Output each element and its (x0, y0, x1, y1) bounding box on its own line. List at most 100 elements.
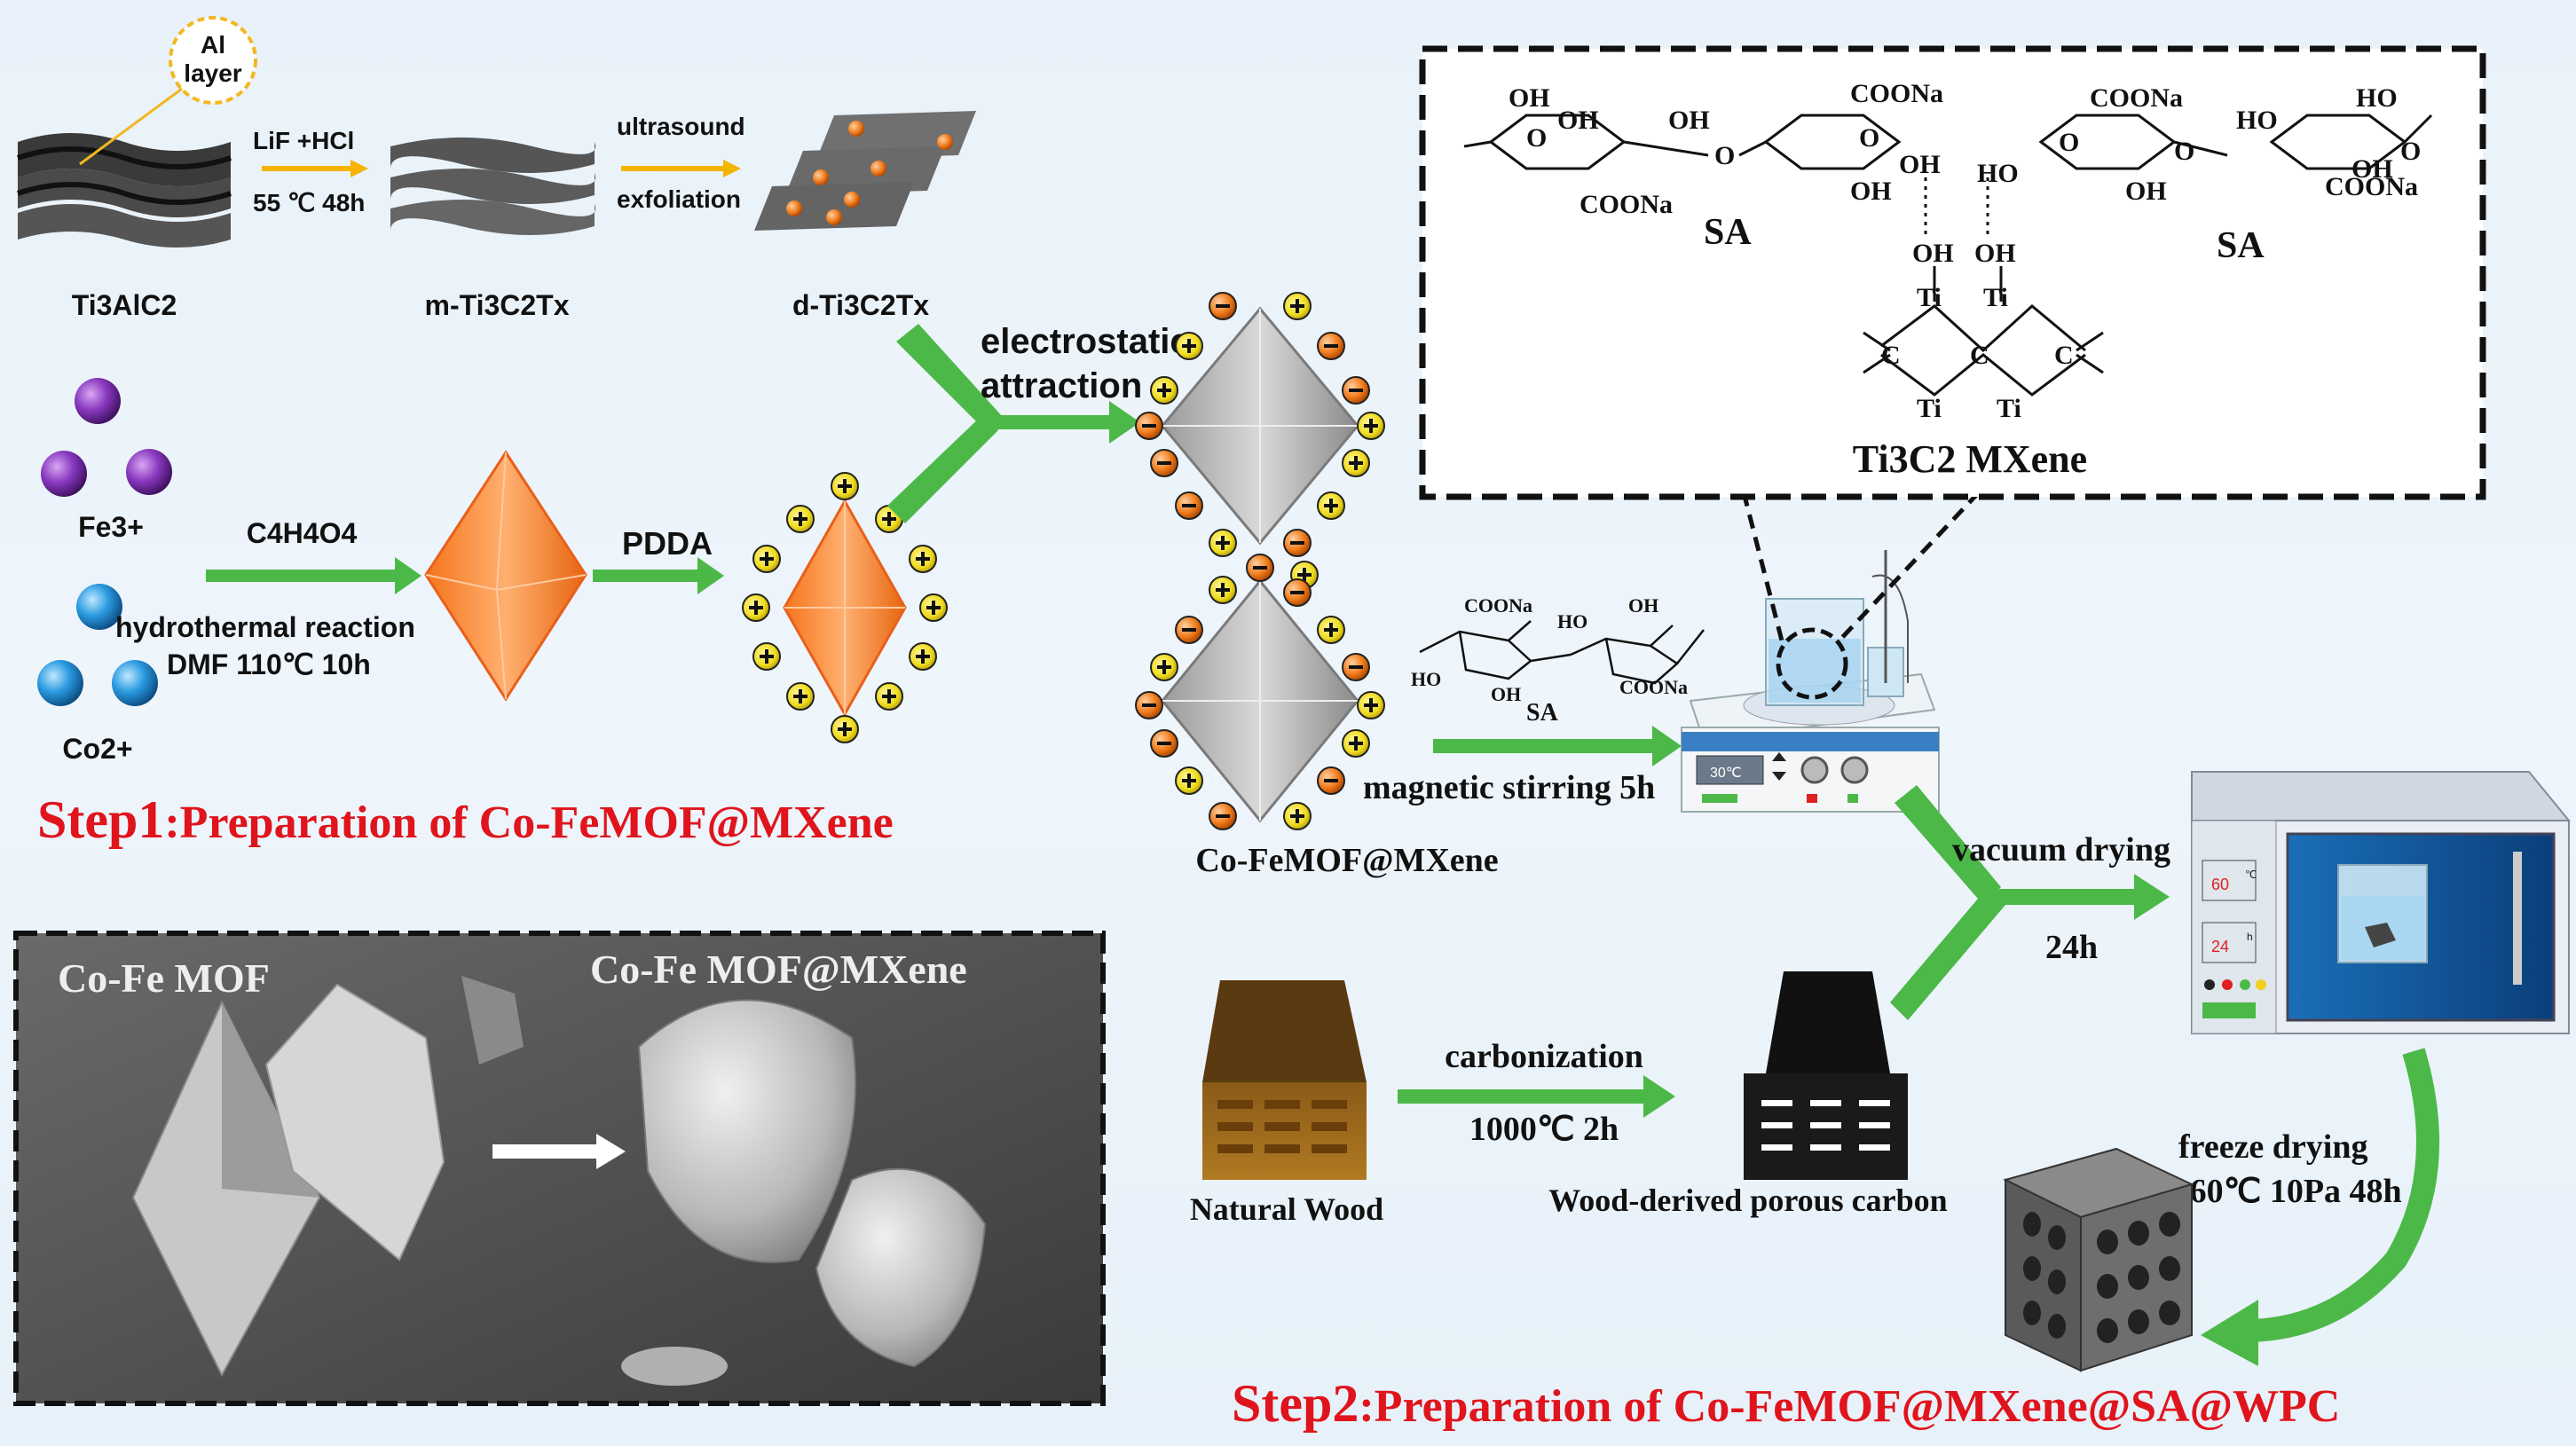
negative-charge (1150, 449, 1178, 477)
oxygen-atom-label: O (1714, 141, 1735, 170)
negative-charge (1317, 332, 1345, 360)
positive-charges (742, 472, 948, 743)
oh-group-label: HO (2356, 83, 2398, 113)
ti-atom-label: Ti (1917, 283, 1942, 312)
pdda-label: PDDA (622, 525, 713, 562)
small-sa-label: SA (1526, 699, 1559, 727)
fe-ions (41, 378, 172, 497)
al-layer-label-2: layer (184, 59, 241, 87)
step1-rest: :Preparation of Co-FeMOF@MXene (164, 798, 893, 848)
zoom-line-left (1741, 491, 1786, 648)
oxygen-atom-label: O (2400, 137, 2421, 166)
negative-charge (1135, 691, 1163, 719)
positive-charge (831, 715, 859, 743)
sa-chain-bonds (1463, 114, 2433, 397)
step-a-line1: LiF +HCl (253, 127, 354, 154)
oxygen-atom-label: O (2174, 137, 2194, 166)
green-arrow-electrostatic (887, 324, 1140, 523)
reagent-label: C4H4O4 (247, 517, 358, 549)
al-layer-callout (79, 16, 257, 166)
negative-charge (1150, 729, 1178, 758)
freeze-arrow-head (2201, 1300, 2258, 1366)
green-arrow-pdda (593, 557, 724, 594)
vacuum-label: vacuum drying (1952, 831, 2170, 868)
negative-charge (1175, 491, 1203, 520)
coona-label: COONa (2325, 172, 2418, 201)
small-sa-coona-bottom: COONa (1619, 676, 1688, 698)
step-b-line1: ultrasound (617, 113, 745, 140)
sem-right-label: Co-Fe MOF@MXene (590, 947, 967, 992)
carbonization-temp: 1000℃ 2h (1469, 1111, 1619, 1148)
stirring-label: magnetic stirring 5h (1363, 769, 1655, 806)
natural-wood-block (1202, 980, 1367, 1180)
small-sa-oh-top: OH (1628, 594, 1658, 617)
green-arrow-vacuum (1890, 785, 2170, 1020)
stirrer-display: 30℃ (1710, 766, 1742, 781)
positive-charge (1342, 449, 1370, 477)
sa-left-label: SA (1704, 212, 1752, 253)
step1-prefix: Step1 (37, 790, 164, 849)
oxygen-atom-label: O (2059, 128, 2079, 157)
positive-charge (1283, 802, 1312, 830)
porous-carbon-block (1744, 971, 1908, 1180)
positive-charge (786, 505, 815, 533)
oh-group-label: OH (1850, 177, 1892, 206)
oh-group-label: HO (1977, 159, 2019, 188)
zoom-circle (1776, 627, 1848, 700)
mxene-label: Ti3C2 MXene (1853, 437, 2087, 481)
carbonization-label: carbonization (1445, 1038, 1643, 1075)
oven-time-unit: h (2247, 931, 2253, 943)
negative-charge (1283, 578, 1312, 607)
oh-group-label: OH (2125, 177, 2167, 206)
oven-temp-unit: ℃ (2245, 868, 2257, 881)
positive-charge (752, 545, 781, 573)
oh-group-label: OH (1557, 106, 1599, 135)
positive-charge (1209, 576, 1237, 604)
step2-prefix: Step2 (1232, 1374, 1359, 1433)
composite-label: Co-FeMOF@MXene (1195, 842, 1498, 879)
small-sa-oh-bottom: OH (1491, 683, 1521, 705)
negative-charge (1342, 653, 1370, 681)
positive-charge (1175, 332, 1203, 360)
hydrothermal-label: hydrothermal reaction (115, 611, 415, 643)
positive-charge (1342, 729, 1370, 758)
negative-charge (1209, 292, 1237, 320)
small-sa-ho-top: HO (1557, 610, 1587, 633)
step-b-line2: exfoliation (617, 185, 741, 213)
negative-charge (1342, 376, 1370, 405)
composite-octahedron-top (1161, 306, 1359, 546)
negative-charge (1175, 616, 1203, 644)
ti-atom-label: Ti (1917, 394, 1942, 423)
co-label: Co2+ (62, 733, 132, 765)
porous-carbon-label: Wood-derived porous carbon (1548, 1183, 1947, 1218)
positive-charge (831, 472, 859, 500)
step-a-line2: 55 ℃ 48h (253, 189, 365, 216)
freeze-label: freeze drying (2178, 1128, 2368, 1166)
ti3alc2-stack (17, 133, 232, 248)
sem-left-image (131, 976, 524, 1378)
oh-group-label: OH (2351, 154, 2393, 184)
orange-mof-octahedron (424, 450, 587, 702)
d-ti3c2tx-label: d-Ti3C2Tx (792, 289, 929, 321)
green-arrow-stirring (1433, 726, 1682, 766)
composite-octahedron-bottom (1161, 578, 1359, 823)
green-arrow-carbonization (1398, 1075, 1675, 1118)
negative-charge (1246, 554, 1274, 582)
sem-white-arrow (492, 1134, 626, 1169)
porous-cube (2003, 1147, 2194, 1372)
positive-charge (1150, 653, 1178, 681)
carbon-atom-label: C (1970, 341, 1989, 370)
yellow-arrow-1 (262, 160, 368, 177)
ti-atom-label: Ti (1997, 394, 2021, 423)
dmf-label: DMF 110℃ 10h (167, 648, 371, 680)
positive-charge (752, 642, 781, 671)
positive-charge (909, 545, 937, 573)
small-sa-structure (1419, 620, 1705, 685)
step1-title: Step1:Preparation of Co-FeMOF@MXene (37, 790, 894, 849)
negative-charge (1135, 412, 1163, 440)
negative-charge (1317, 766, 1345, 795)
green-arrow-freeze (2244, 1048, 2439, 1342)
m-ti3c2tx-label: m-Ti3C2Tx (424, 289, 569, 321)
positive-charge (1209, 529, 1237, 557)
